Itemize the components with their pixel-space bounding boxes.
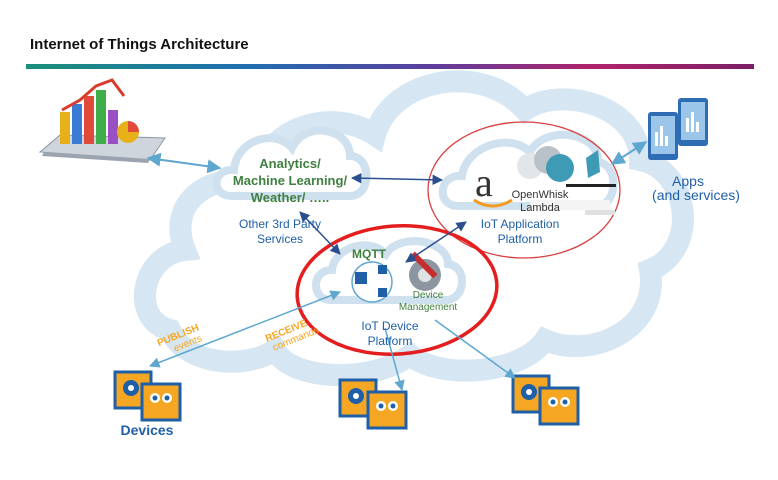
- apps-label-line1: Apps: [672, 173, 704, 189]
- mqtt-chip-icon: [351, 261, 393, 303]
- analytics-label-line2: Machine Learning/: [233, 173, 348, 188]
- device-board-icon: [511, 374, 580, 426]
- connection-arrows: [146, 141, 648, 392]
- analytics-label-line1: Analytics/: [259, 156, 321, 171]
- device-mgmt-label-line1: Device: [413, 290, 444, 301]
- page-title: Internet of Things Architecture: [30, 36, 249, 53]
- toolbar-strip-icon: [530, 184, 616, 215]
- device-board-icon: [338, 378, 408, 430]
- app-platform-label-line1: IoT Application: [481, 217, 560, 231]
- openwhisk-logo-icon: [517, 146, 600, 182]
- analytics-label-line3: Weather/ …..: [251, 190, 330, 205]
- analytics-cloud: [212, 126, 371, 200]
- apps-phones-icon: [648, 98, 708, 160]
- openwhisk-label: OpenWhisk: [512, 189, 569, 201]
- third-party-label-line1: Other 3rd Party: [239, 217, 321, 231]
- mqtt-label: MQTT: [352, 247, 387, 261]
- device-platform-label-line1: IoT Device: [361, 319, 418, 333]
- devices-label: Devices: [121, 422, 174, 438]
- title-divider: [26, 64, 754, 69]
- lambda-label: Lambda: [520, 202, 561, 214]
- app-platform-label-line2: Platform: [498, 232, 543, 246]
- analytics-tablet-icon: [38, 78, 166, 163]
- app-platform-highlight: [427, 121, 621, 259]
- third-party-label-line2: Services: [257, 232, 303, 246]
- amazon-logo-icon: a: [473, 160, 513, 208]
- svg-text:a: a: [475, 160, 493, 205]
- device-mgmt-label-line2: Management: [399, 302, 458, 313]
- device-platform-label-line2: Platform: [368, 334, 413, 348]
- apps-label-line2: (and services): [652, 187, 740, 203]
- device-board-icon: [113, 370, 182, 422]
